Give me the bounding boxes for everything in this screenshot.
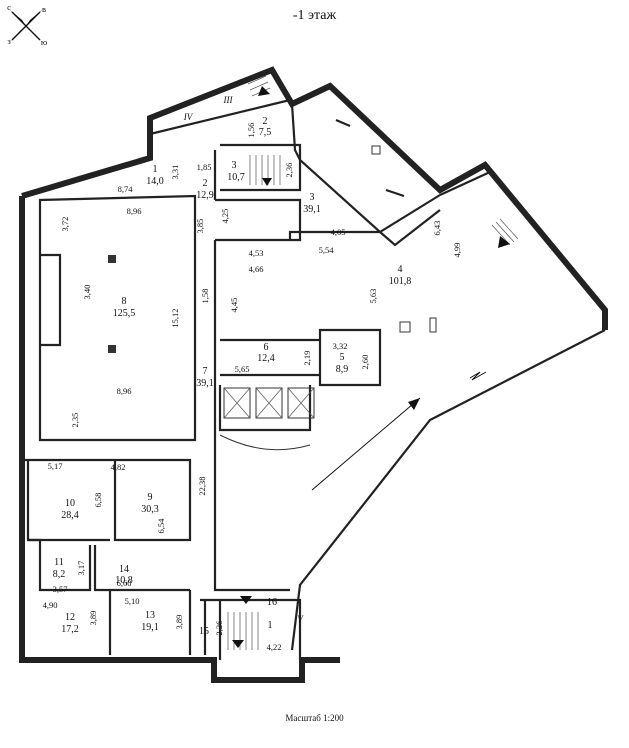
stairs <box>227 75 519 650</box>
dimension: 3,89 <box>174 615 184 630</box>
dimension: 5,17 <box>48 461 63 471</box>
room-number: 1 <box>153 164 158 175</box>
room-area: 8,9 <box>336 364 349 375</box>
dimension: 1,58 <box>200 289 210 304</box>
room-number: 12 <box>65 612 75 623</box>
room-area: 39,1 <box>303 204 321 215</box>
room-number: 16 <box>267 597 277 608</box>
dimension: 2,60 <box>360 355 370 370</box>
compass-rose-icon: с в ю з <box>7 2 48 47</box>
dimension: 5,54 <box>319 245 335 255</box>
dimension: 8,96 <box>117 386 132 396</box>
room-number: 11 <box>54 557 64 568</box>
room-area: 8,2 <box>53 569 66 580</box>
elevator-shafts <box>223 387 315 419</box>
compass-label: с <box>7 2 11 12</box>
dimension: 8,74 <box>118 184 134 194</box>
room-number: 6 <box>264 342 269 353</box>
compass-label: з <box>7 36 11 46</box>
room-area: 125,5 <box>113 308 136 319</box>
room-area: 12,4 <box>257 353 275 364</box>
dimension: 6,54 <box>156 518 166 534</box>
room-area: 39,1 <box>196 378 214 389</box>
room-number: 4 <box>398 264 403 275</box>
room-area: 12,9 <box>196 190 214 201</box>
room-area: 7,5 <box>259 127 272 138</box>
dimension: 2,19 <box>302 351 312 366</box>
dimension-labels: 8,74 3,31 1,85 1,56 2,36 3,72 8,96 3,85 … <box>43 123 462 652</box>
room-area: 14,0 <box>146 176 164 187</box>
dimension: 3,17 <box>76 561 86 576</box>
section-marker: III <box>223 95 234 105</box>
dimension: 15,12 <box>170 308 180 327</box>
room-number: 10 <box>65 498 75 509</box>
room-number: 8 <box>122 296 127 307</box>
compass-label: ю <box>41 37 48 47</box>
dimension: 3,32 <box>333 341 348 351</box>
dimension: 5,10 <box>125 596 140 606</box>
dimension: 8,96 <box>127 206 142 216</box>
ramp-arrow-icon <box>311 371 487 491</box>
room-area: 19,1 <box>141 622 159 633</box>
room-number: 9 <box>148 492 153 503</box>
compass-label: в <box>42 4 46 14</box>
fixtures <box>108 118 437 353</box>
dimension: 3,31 <box>170 165 180 180</box>
dimension: 22,38 <box>197 476 207 495</box>
dimension: 1,56 <box>246 123 256 138</box>
dimension: 6,43 <box>432 221 442 236</box>
page-title: -1 этаж <box>292 8 337 23</box>
dimension: 4,90 <box>43 600 58 610</box>
dimension: 2,36 <box>284 163 294 178</box>
dimension: 4,53 <box>249 248 264 258</box>
dimension: 5,63 <box>368 289 378 304</box>
dimension: 4,22 <box>267 642 282 652</box>
room-number: 15 <box>199 626 209 637</box>
dimension: 4,45 <box>229 298 239 313</box>
dimension: 3,85 <box>195 219 205 234</box>
dimension: 6,58 <box>93 493 103 508</box>
room-area: 17,2 <box>61 624 79 635</box>
dimension: 2,35 <box>70 413 80 428</box>
dimension: 4,82 <box>111 462 126 472</box>
room-number: 7 <box>203 366 208 377</box>
dimension: 4,25 <box>220 209 230 224</box>
scale-label: Масштаб 1:200 <box>285 713 344 723</box>
room-number: 3 <box>232 160 237 171</box>
room-number: 1 <box>268 620 273 631</box>
dimension: 4,99 <box>452 243 462 258</box>
interior-walls <box>20 143 382 660</box>
room-area: 28,4 <box>61 510 79 521</box>
section-markers: IV III V <box>183 95 305 624</box>
room-number: 14 <box>119 564 129 575</box>
room-labels: 1 14,0 2 12,9 2 7,5 3 39,1 3 10,7 4 101,… <box>53 116 412 637</box>
dimension: 2,26 <box>214 621 224 636</box>
dimension: 1,85 <box>197 162 212 172</box>
section-marker: IV <box>183 112 194 122</box>
room-area: 10,7 <box>227 172 245 183</box>
room-number: 2 <box>203 178 208 189</box>
dimension: 4,05 <box>331 227 346 237</box>
room-number: 5 <box>340 352 345 363</box>
dimension: 3,89 <box>88 611 98 626</box>
dimension: 3,40 <box>82 285 92 300</box>
room-area: 30,3 <box>141 504 159 515</box>
room-area: 101,8 <box>389 276 412 287</box>
dimension: 6,60 <box>117 578 132 588</box>
dimension: 5,65 <box>235 364 250 374</box>
room-number: 2 <box>263 116 268 127</box>
section-marker: V <box>297 614 304 624</box>
room-number: 13 <box>145 610 155 621</box>
dimension: 3,57 <box>53 584 68 594</box>
room-number: 3 <box>310 192 315 203</box>
dimension: 3,72 <box>60 217 70 232</box>
dimension: 4,66 <box>249 264 264 274</box>
room-area: 10,8 <box>115 575 133 586</box>
exterior-walls <box>19 66 608 683</box>
